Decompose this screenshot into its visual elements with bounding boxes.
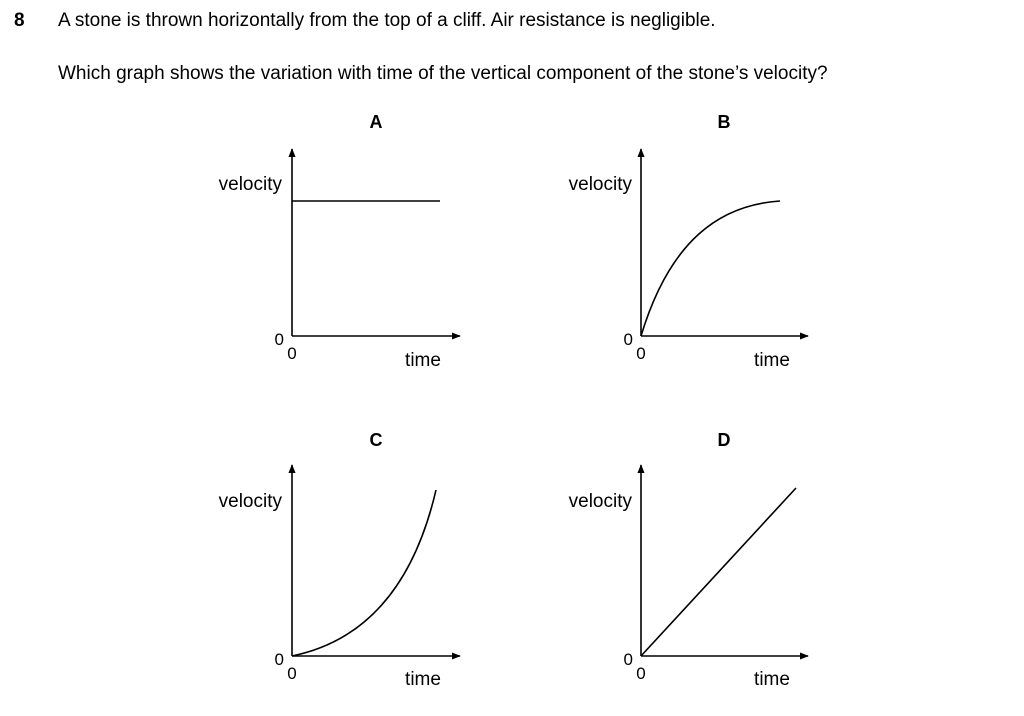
option-a-y-label: velocity [219, 174, 283, 195]
option-d-origin-y: 0 [624, 650, 633, 669]
option-b-origin-x: 0 [636, 344, 645, 363]
option-d-label: D [718, 430, 731, 450]
option-c-origin-x: 0 [287, 664, 296, 683]
option-b-curve [640, 200, 781, 337]
option-b-x-label: time [754, 350, 790, 371]
option-d-origin-x: 0 [636, 664, 645, 683]
question-prompt: Which graph shows the variation with tim… [58, 63, 828, 84]
question-stem: A stone is thrown horizontally from the … [58, 10, 716, 31]
option-b-origin-y: 0 [624, 330, 633, 349]
option-a-graph[interactable]: A velocity time 0 0 [219, 112, 461, 371]
option-d-graph[interactable]: D velocity time 0 0 [569, 430, 809, 690]
option-d-curve [640, 487, 797, 657]
option-b-graph[interactable]: B velocity time 0 0 [569, 112, 809, 371]
option-c-label: C [370, 430, 383, 450]
option-a-x-label: time [405, 350, 441, 371]
option-d-x-label: time [754, 669, 790, 690]
question-number: 8 [14, 10, 25, 31]
option-a-origin-y: 0 [275, 330, 284, 349]
option-c-graph[interactable]: C velocity time 0 0 [219, 430, 461, 690]
option-b-label: B [718, 112, 731, 132]
option-a-origin-x: 0 [287, 344, 296, 363]
option-a-label: A [370, 112, 383, 132]
option-c-y-label: velocity [219, 491, 283, 512]
option-c-x-label: time [405, 669, 441, 690]
option-c-origin-y: 0 [275, 650, 284, 669]
option-b-y-label: velocity [569, 174, 633, 195]
option-d-y-label: velocity [569, 491, 633, 512]
option-c-curve [291, 489, 437, 657]
